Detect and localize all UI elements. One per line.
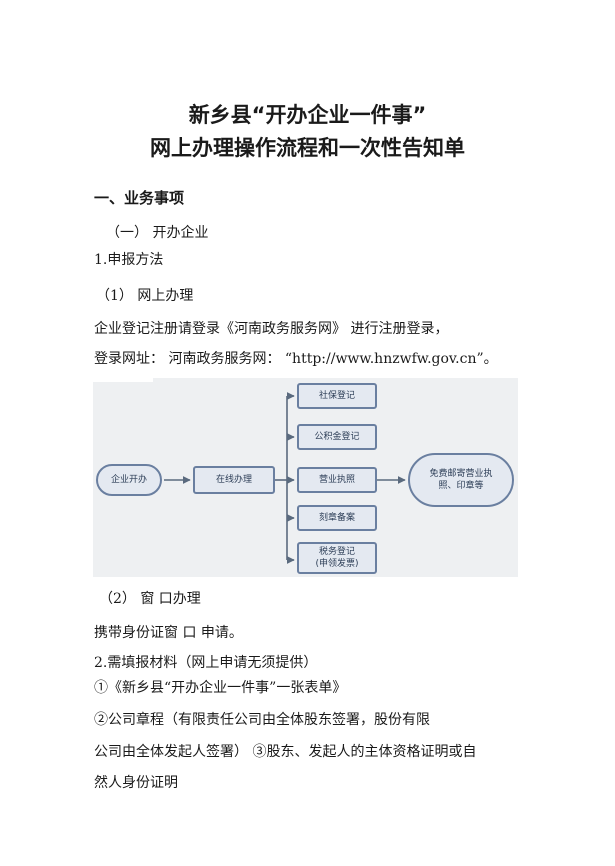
node-branch-seal-filing: 刻章备案 xyxy=(297,505,377,531)
doc-title-line1: 新乡县“开办企业一件事” xyxy=(188,103,427,127)
material-articles-line1: ②公司章程（有限责任公司由全体股东签署，股份有限 xyxy=(94,712,430,728)
scan-edge-mark xyxy=(93,378,153,382)
item-window: （2） 窗 口办理 xyxy=(99,591,201,607)
paragraph-window: 携带身份证窗 口 申请。 xyxy=(94,625,243,641)
node-branch-housing-fund: 公积金登记 xyxy=(297,424,377,450)
section-heading: 一、业务事项 xyxy=(94,189,185,207)
doc-title-line2: 网上办理操作流程和一次性告知单 xyxy=(150,136,465,160)
item-apply-method: 1.申报方法 xyxy=(94,252,164,268)
item-materials: 2.需填报材料（网上申请无须提供） xyxy=(94,655,318,671)
material-form: ①《新乡县“开办企业一件事”一张表单》 xyxy=(94,680,347,696)
paragraph-register: 企业登记注册请登录《河南政务服务网》 进行注册登录， xyxy=(94,321,449,337)
node-branch-social-security: 社保登记 xyxy=(297,383,377,409)
node-online: 在线办理 xyxy=(193,466,275,494)
process-flowchart: 企业开办 在线办理 社保登记 公积金登记 营业执照 刻章备案 税务登记 (申领发… xyxy=(93,378,518,577)
node-start: 企业开办 xyxy=(96,464,162,496)
paragraph-url: 登录网址： 河南政务服务网： “http://www.hnzwfw.gov.cn… xyxy=(94,351,498,367)
subsection-open-company: （一） 开办企业 xyxy=(106,225,209,241)
item-online: （1） 网上办理 xyxy=(96,288,194,304)
node-branch-business-license: 营业执照 xyxy=(297,467,377,493)
node-end: 免费邮寄营业执 照、印章等 xyxy=(408,453,514,507)
material-articles-line2: 公司由全体发起人签署） ③股东、发起人的主体资格证明或自 xyxy=(94,744,477,760)
node-branch-tax-registration: 税务登记 (申领发票) xyxy=(297,542,377,574)
material-articles-line3: 然人身份证明 xyxy=(94,775,178,791)
flowchart-connectors xyxy=(164,392,406,564)
